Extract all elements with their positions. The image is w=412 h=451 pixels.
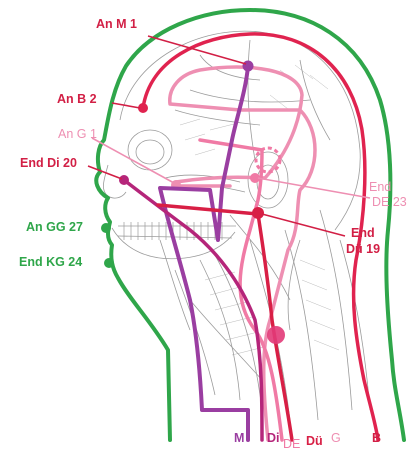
label-bottom-di: Di	[267, 431, 280, 445]
label-bottom-g: G	[331, 431, 341, 445]
anatomy-sketch	[103, 31, 370, 420]
label-end-du19-line1: End	[351, 226, 375, 240]
label-end-de23-line1: End	[369, 180, 391, 194]
label-bottom-b: B	[372, 431, 381, 445]
label-bottom-de: DE	[283, 437, 300, 451]
du-meridian-line	[158, 205, 292, 440]
end-di20-point	[119, 175, 129, 185]
label-an-b2: An B 2	[57, 92, 97, 106]
an-gg27-point	[101, 223, 111, 233]
label-an-gg27: An GG 27	[26, 220, 83, 234]
label-bottom-du: Dü	[306, 434, 323, 448]
an-m1-point	[243, 61, 254, 72]
label-end-de23-line2: DE 23	[372, 195, 407, 209]
label-end-kg24: End KG 24	[19, 255, 82, 269]
neck-junction-point	[267, 326, 285, 344]
label-an-m1: An M 1	[96, 17, 137, 31]
end-du19-point	[252, 207, 264, 219]
m-meridian-line	[160, 66, 248, 440]
label-end-du19-line2: Dü 19	[346, 242, 380, 256]
label-end-di20: End Di 20	[20, 156, 77, 170]
label-bottom-m: M	[234, 431, 244, 445]
end-kg24-point	[104, 258, 114, 268]
label-an-g1: An G 1	[58, 127, 97, 141]
